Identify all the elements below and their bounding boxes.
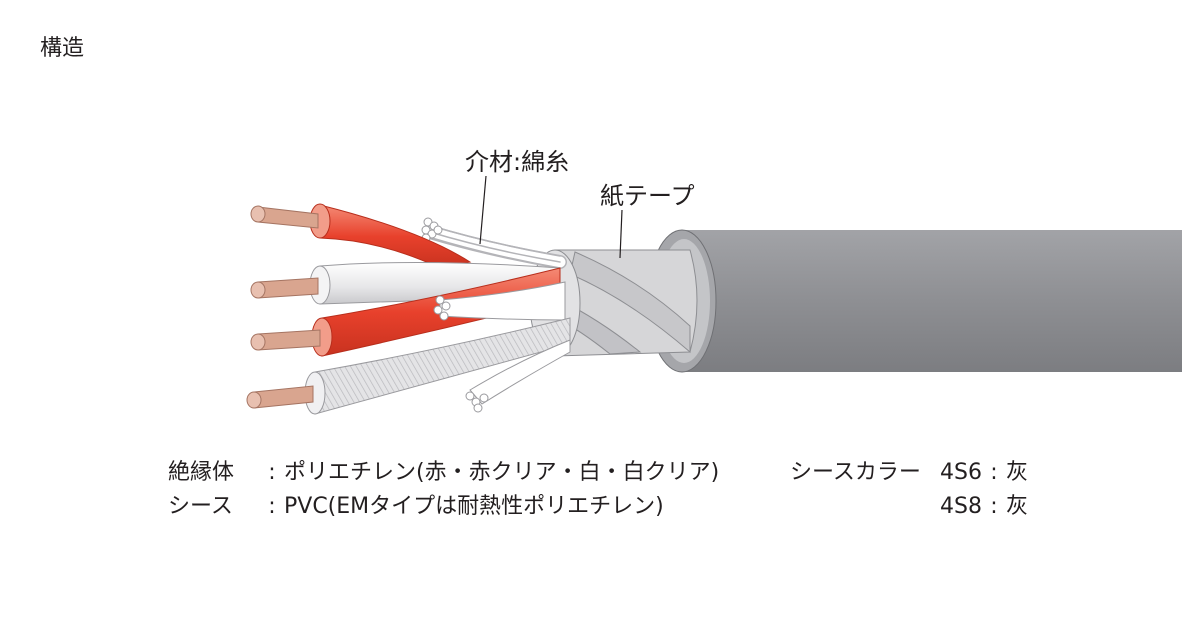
sheath-color-model: 4S6 — [940, 460, 982, 485]
sheath-color-table: シースカラー 4S6: 灰 4S8: 灰 — [790, 456, 1028, 524]
sheath-color-heading: シースカラー — [790, 460, 921, 485]
spec-value-insulation: ポリエチレン(赤・赤クリア・白・白クリア) — [284, 460, 720, 485]
paper-tape-leader-line — [619, 209, 623, 259]
sheath-color-model: 4S8 — [940, 494, 982, 519]
spec-colon: : — [990, 494, 998, 519]
outer-sheath — [647, 229, 1182, 373]
red-core-1 — [250, 203, 472, 269]
sheath-color-value: 灰 — [1005, 460, 1028, 485]
spec-value-sheath: PVC(EMタイプは耐熱性ポリエチレン) — [284, 494, 664, 519]
filler-label: 介材:綿糸 — [465, 148, 569, 176]
spec-row-insulation: 絶縁体: ポリエチレン(赤・赤クリア・白・白クリア) — [168, 456, 719, 490]
spec-colon: : — [268, 460, 276, 485]
cotton-filler-bottom — [465, 339, 571, 413]
filler-leader-line — [479, 175, 487, 245]
spec-list: 絶縁体: ポリエチレン(赤・赤クリア・白・白クリア) シース: PVC(EMタイプは… — [168, 456, 719, 524]
spec-row-sheath: シース: PVC(EMタイプは耐熱性ポリエチレン) — [168, 490, 719, 524]
spec-key-insulation: 絶縁体 — [168, 460, 235, 485]
sheath-color-value: 灰 — [1005, 494, 1028, 519]
sheath-color-row-1: シースカラー 4S6: 灰 — [790, 456, 1028, 490]
cotton-filler-top — [423, 225, 567, 269]
cotton-filler-top-ends — [421, 217, 443, 243]
sheath-color-row-2: 4S8: 灰 — [790, 490, 1028, 524]
spec-key-sheath: シース — [168, 494, 233, 519]
spec-colon: : — [990, 460, 998, 485]
page-title: 構造 — [40, 36, 85, 61]
spec-colon: : — [268, 494, 276, 519]
paper-tape-label: 紙テープ — [600, 182, 695, 210]
